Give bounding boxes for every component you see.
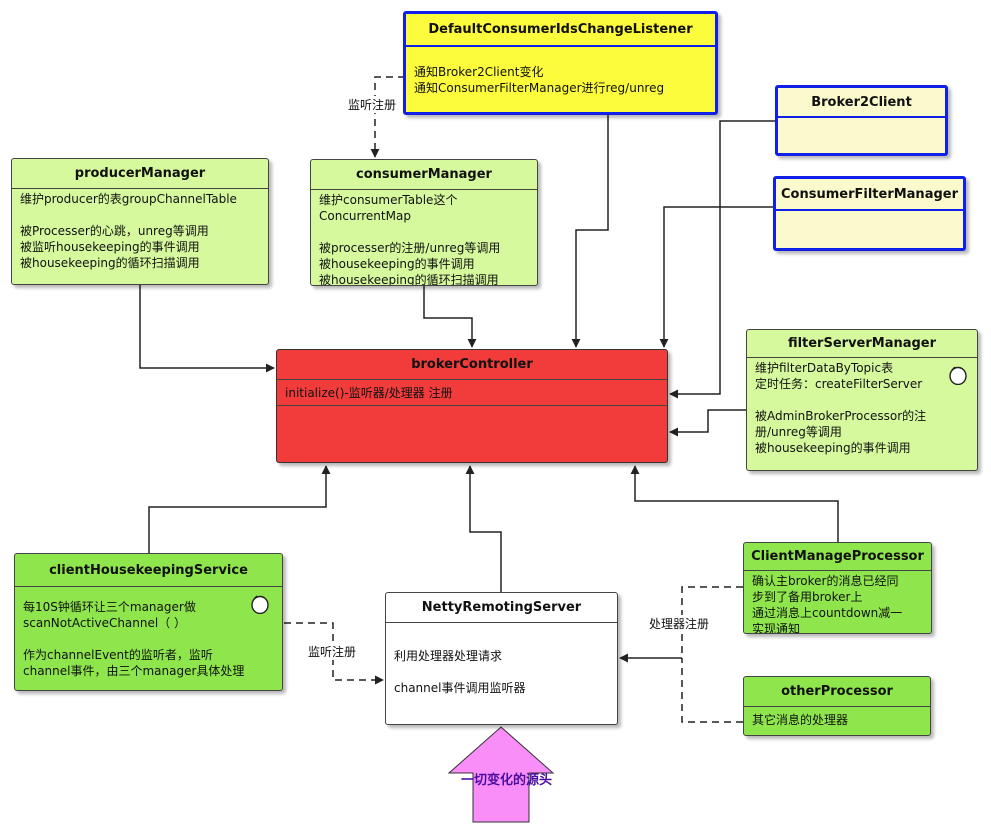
netty-remoting-server-line-1: 利用处理器处理请求 [394,649,503,663]
client-housekeeping-service-line-4: 作为channelEvent的监听者，监听 [23,648,213,662]
edge-consumer-to-broker [423,286,477,348]
processor-register-label: 处理器注册 [648,615,711,632]
netty-remoting-server-line-3: channel事件调用监听器 [394,681,526,695]
other-processor-title: otherProcessor [744,677,930,707]
producer-manager-line-1: 维护producer的表groupChannelTable [20,192,237,206]
listener-line-2: 通知ConsumerFilterManager进行reg/unreg [414,81,665,95]
other-processor-line-1: 其它消息的处理器 [752,713,849,727]
listener-line-1: 通知Broker2Client变化 [414,65,544,79]
consumer-manager-line-4: 被processer的注册/unreg等调用 [319,241,501,255]
consumer-manager-node[interactable]: consumerManager 维护consumerTable这个 Concur… [310,159,538,286]
broker-controller-node[interactable]: brokerController initialize()-监听器/处理器 注册 [276,349,668,463]
edge-clientprocessor-to-broker [630,465,839,542]
consumer-manager-line-2: ConcurrentMap [319,209,411,223]
client-housekeeping-service-body: 每10S钟循环让三个manager做 scanNotActiveChannel（… [15,587,282,681]
netty-remoting-server-title: NettyRemotingServer [386,593,617,623]
filter-server-manager-line-6: 被housekeeping的事件调用 [755,441,911,455]
filter-server-manager-line-2: 定时任务：createFilterServer [755,377,923,391]
edge-broker2client-to-broker [669,120,776,399]
client-housekeeping-service-gap [23,631,274,647]
edge-producer-to-broker [139,285,275,373]
producer-manager-title: producerManager [12,159,268,189]
timer-icon [949,366,967,385]
client-housekeeping-service-line-2: scanNotActiveChannel（ ） [23,616,187,630]
other-processor-body: 其它消息的处理器 [744,707,930,730]
listener-title: DefaultConsumerIdsChangeListener [406,14,715,47]
broker-controller-body: initialize()-监听器/处理器 注册 [277,380,667,406]
client-housekeeping-service-title: clientHousekeepingService [15,554,282,587]
client-housekeeping-service-line-1: 每10S钟循环让三个manager做 [23,600,196,614]
consumer-filter-manager-title: ConsumerFilterManager [776,179,963,211]
listen-register-label-top: 监听注册 [347,96,398,113]
edge-listener-to-broker [571,115,609,348]
producer-manager-line-3: 被Processer的心跳，unreg等调用 [20,224,209,238]
consumer-manager-line-1: 维护consumerTable这个 [319,193,458,207]
source-arrow-label: 一切变化的源头 [461,773,553,788]
broker-controller-line-1: initialize()-监听器/处理器 注册 [285,386,453,400]
client-manage-processor-line-1: 确认主broker的消息已经同 [752,574,899,588]
producer-manager-node[interactable]: producerManager 维护producer的表groupChannel… [11,158,269,285]
edge-clientprocessor-to-netty [681,586,743,658]
edge-netty-to-broker [465,465,502,592]
consumer-manager-line-5: 被housekeeping的事件调用 [319,257,475,271]
filter-server-manager-body: 维护filterDataByTopic表 定时任务：createFilterSe… [747,358,977,458]
filter-server-manager-line-4: 被AdminBrokerProcessor的注 [755,409,927,423]
consumer-manager-gap [319,224,529,240]
timer-icon [251,595,269,614]
netty-remoting-server-node[interactable]: NettyRemotingServer 利用处理器处理请求 channel事件调… [385,592,618,725]
edge-otherprocessor-to-netty [681,658,743,723]
filter-server-manager-line-1: 维护filterDataByTopic表 [755,361,894,375]
producer-manager-gap [20,207,260,223]
broker2client-title: Broker2Client [778,88,945,118]
consumer-manager-title: consumerManager [311,160,537,190]
client-manage-processor-line-2: 步到了备用broker上 [752,590,863,604]
filter-server-manager-title: filterServerManager [747,330,977,358]
consumer-manager-body: 维护consumerTable这个 ConcurrentMap 被process… [311,190,537,286]
netty-remoting-server-body: 利用处理器处理请求 channel事件调用监听器 [386,623,617,698]
filter-server-manager-line-5: 册/unreg等调用 [755,425,842,439]
producer-manager-body: 维护producer的表groupChannelTable 被Processer… [12,189,268,273]
client-manage-processor-title: ClientManageProcessor [744,543,931,571]
edge-housekeeping-to-broker [148,465,331,553]
producer-manager-line-5: 被housekeeping的循环扫描调用 [20,256,200,270]
client-manage-processor-line-3: 通过消息上countdown减一 [752,606,903,620]
other-processor-node[interactable]: otherProcessor 其它消息的处理器 [743,676,931,736]
listener-body: 通知Broker2Client变化 通知ConsumerFilterManage… [406,47,715,98]
edge-filtermanager-to-broker [659,206,773,348]
filter-server-manager-node[interactable]: filterServerManager 维护filterDataByTopic表… [746,329,978,471]
listen-register-label-left: 监听注册 [307,643,358,660]
edge-listener-to-consumer [370,76,405,158]
netty-remoting-server-gap [394,664,609,680]
client-housekeeping-service-line-5: channel事件，由三个manager具体处理 [23,664,245,678]
source-arrow [447,726,555,823]
producer-manager-line-4: 被监听housekeeping的事件调用 [20,240,200,254]
filter-server-manager-gap [755,392,969,408]
client-housekeeping-service-node[interactable]: clientHousekeepingService 每10S钟循环让三个mana… [14,553,283,691]
client-manage-processor-node[interactable]: ClientManageProcessor 确认主broker的消息已经同 步到… [743,542,932,634]
consumer-filter-manager-node[interactable]: ConsumerFilterManager [773,176,966,251]
broker2client-node[interactable]: Broker2Client [775,85,948,156]
edge-filterserver-to-broker [669,409,746,437]
client-manage-processor-line-4: 实现通知 [752,622,801,634]
listener-node[interactable]: DefaultConsumerIdsChangeListener 通知Broke… [403,11,718,115]
client-manage-processor-body: 确认主broker的消息已经同 步到了备用broker上 通过消息上countd… [744,571,931,634]
broker-controller-title: brokerController [277,350,667,380]
consumer-manager-line-6: 被housekeeping的循环扫描调用 [319,273,499,286]
